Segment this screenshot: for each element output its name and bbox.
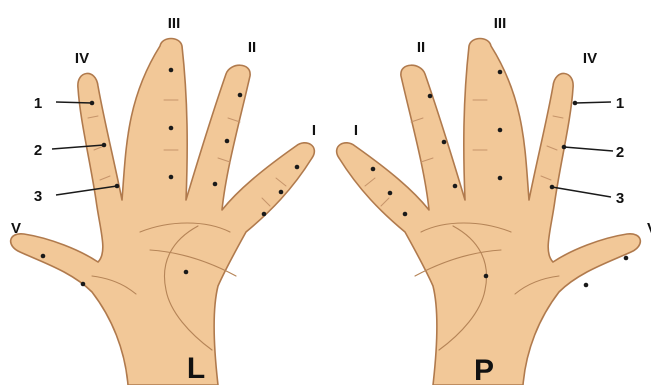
left-label-phalanx-2: 2 — [34, 142, 42, 159]
right-label-v: V — [647, 220, 651, 237]
left-hand — [11, 39, 315, 385]
right-hand-outline — [337, 39, 641, 385]
left-leader-1 — [56, 102, 92, 103]
right-label-phalanx-2: 2 — [616, 144, 624, 161]
right-label-iv: IV — [583, 50, 597, 67]
left-dot-iii-2 — [169, 126, 174, 131]
right-leader-1 — [575, 102, 611, 103]
right-label-ii: II — [417, 39, 425, 56]
left-dot-palm — [184, 270, 189, 275]
left-label-phalanx-1: 1 — [34, 95, 42, 112]
right-leader-3 — [552, 187, 611, 197]
left-dot-v-2 — [81, 282, 86, 287]
right-label-i: I — [354, 122, 358, 139]
right-label-phalanx-1: 1 — [616, 95, 624, 112]
left-dot-i-3 — [262, 212, 267, 217]
left-dot-i-1 — [295, 165, 300, 170]
right-dot-ii-2 — [442, 140, 447, 145]
right-leader-2 — [564, 147, 613, 151]
right-dot-i-1 — [371, 167, 376, 172]
right-hand-letter: P — [474, 354, 494, 385]
right-label-iii: III — [494, 15, 507, 32]
left-label-iv: IV — [75, 50, 89, 67]
right-label-phalanx-3: 3 — [616, 190, 624, 207]
left-label-v: V — [11, 220, 21, 237]
left-dot-iii-1 — [169, 68, 174, 73]
left-label-phalanx-3: 3 — [34, 188, 42, 205]
left-dot-ii-3 — [213, 182, 218, 187]
left-label-iii: III — [168, 15, 181, 32]
right-dot-iii-3 — [498, 176, 503, 181]
right-dot-iii-1 — [498, 70, 503, 75]
right-dot-iii-2 — [498, 128, 503, 133]
left-hand-letter: L — [187, 352, 205, 385]
right-dot-i-2 — [388, 191, 393, 196]
left-dot-ii-1 — [238, 93, 243, 98]
right-hand — [337, 39, 641, 385]
left-dot-v-1 — [41, 254, 46, 259]
left-label-i: I — [312, 122, 316, 139]
right-dot-ii-1 — [428, 94, 433, 99]
left-dot-iii-3 — [169, 175, 174, 180]
right-dot-i-3 — [403, 212, 408, 217]
left-dot-i-2 — [279, 190, 284, 195]
right-dot-ii-3 — [453, 184, 458, 189]
left-label-ii: II — [248, 39, 256, 56]
left-hand-outline — [11, 39, 315, 385]
left-dot-ii-2 — [225, 139, 230, 144]
right-dot-v-2 — [584, 283, 589, 288]
right-dot-v-1 — [624, 256, 629, 261]
right-dot-palm — [484, 274, 489, 279]
